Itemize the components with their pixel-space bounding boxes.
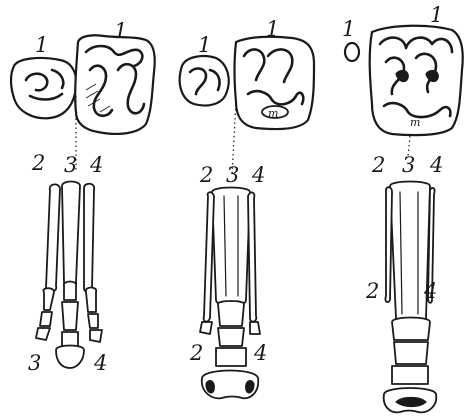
panel-3-tooth-label-right: 1 (430, 3, 443, 27)
panel-2-tooth-label-right: 1 (266, 17, 279, 41)
panel-3-tooth-mark: m (410, 116, 420, 129)
panel-3-foot: 2 3 4 2 4 (365, 153, 443, 412)
panel-1: 1 1 2 3 4 3 4 (11, 19, 155, 375)
panel-3-teeth: m 1 1 (342, 3, 463, 156)
panel-2-tooth-label-left: 1 (198, 33, 211, 57)
panel-2: m 1 1 2 3 4 2 4 (180, 17, 314, 398)
panel-1-digit-2-label: 2 (31, 151, 45, 175)
panel-3-side-label-4: 4 (423, 279, 437, 303)
panel-3-digit-4-label: 4 (429, 153, 443, 177)
panel-3-digit-2-label: 2 (371, 153, 385, 177)
panel-2-foot: 2 3 4 2 4 (189, 163, 267, 398)
panel-3-digit-3-label: 3 (402, 153, 415, 177)
panel-1-bottom-label-3: 3 (28, 351, 41, 375)
panel-1-digit-4-label: 4 (89, 153, 103, 177)
panel-1-digit-3-label: 3 (64, 153, 77, 177)
panel-1-tooth-label-left: 1 (35, 33, 48, 57)
panel-3-tooth-label-left: 1 (342, 17, 355, 41)
panel-2-digit-2-label: 2 (199, 163, 213, 187)
panel-1-teeth: 1 1 (11, 19, 155, 170)
panel-3-side-label-2: 2 (365, 279, 379, 303)
panel-1-foot: 2 3 4 3 4 (28, 151, 107, 375)
panel-2-tooth-mark: m (268, 107, 278, 120)
panel-2-bottom-label-2: 2 (189, 341, 203, 365)
panel-2-bottom-label-4: 4 (253, 341, 267, 365)
panel-1-tooth-label-right: 1 (114, 19, 127, 43)
panel-1-bottom-label-4: 4 (93, 351, 107, 375)
panel-2-digit-3-label: 3 (226, 163, 239, 187)
panel-2-digit-4-label: 4 (251, 163, 265, 187)
panel-2-teeth: m 1 1 (180, 17, 314, 176)
panel-3: m 1 1 2 3 4 2 4 (342, 3, 463, 412)
